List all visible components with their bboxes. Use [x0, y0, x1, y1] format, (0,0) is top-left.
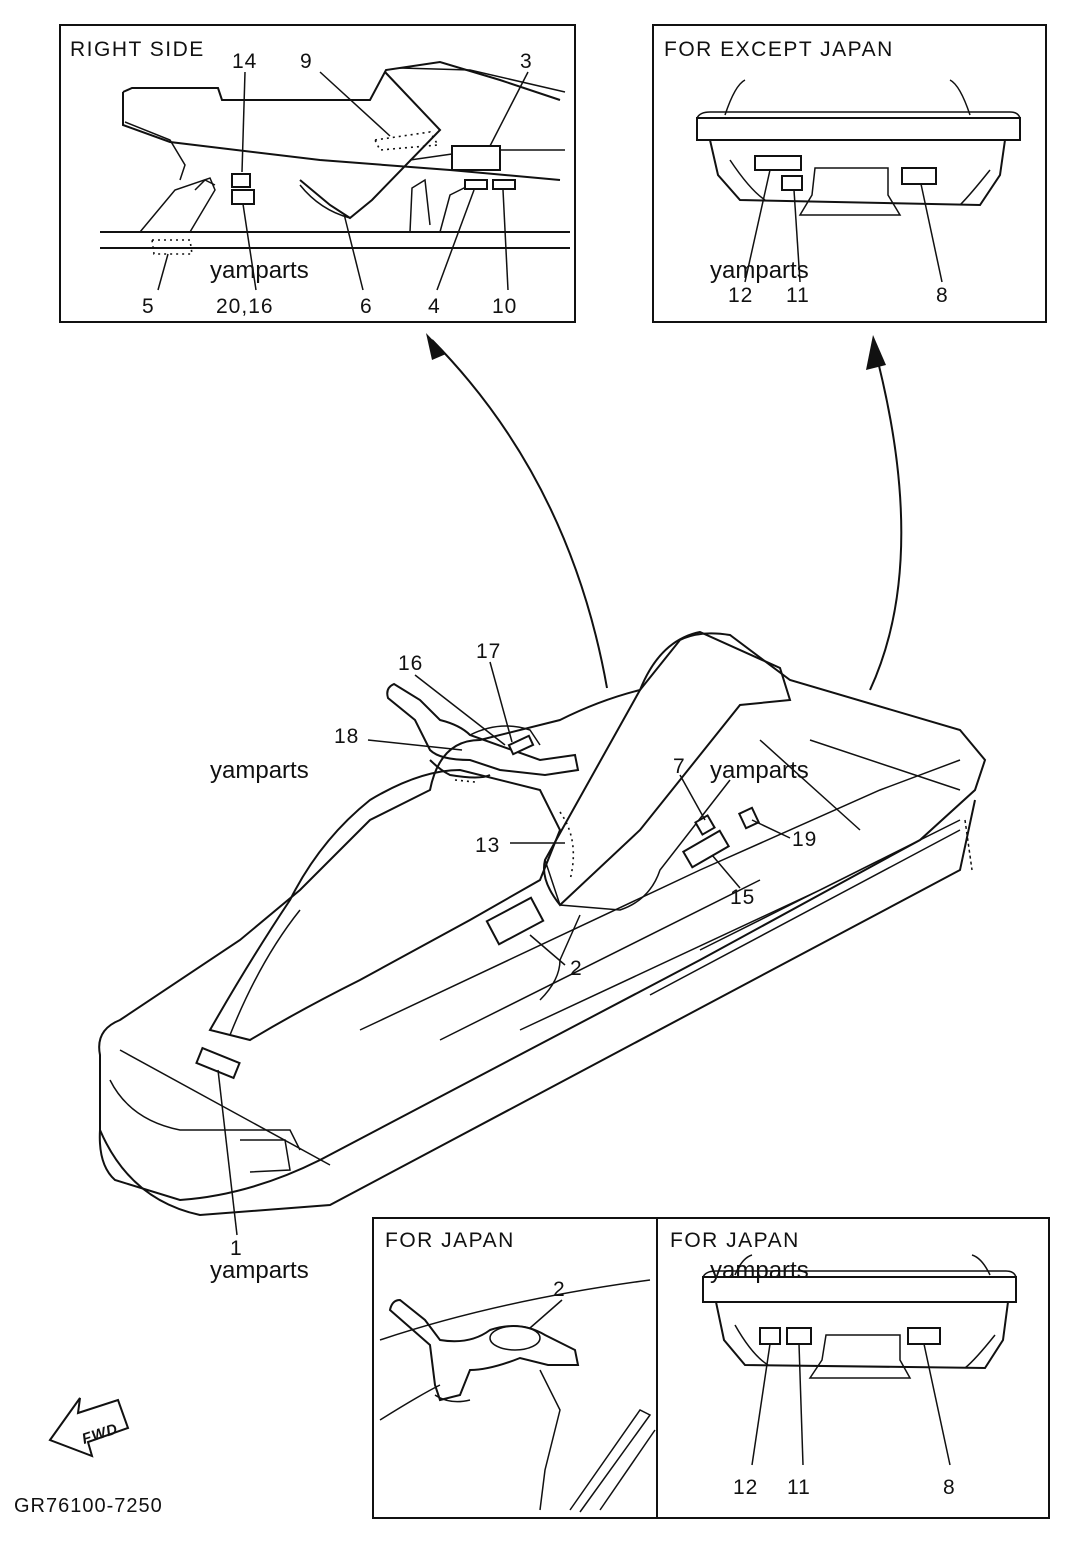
callout-8-except: 8 — [936, 284, 949, 307]
callout-18-main: 18 — [334, 725, 359, 748]
callout-11-except: 11 — [786, 284, 810, 307]
callout-10: 10 — [492, 295, 517, 318]
callout-12-except: 12 — [728, 284, 753, 307]
callout-9: 9 — [300, 50, 313, 73]
arrowhead-left — [426, 333, 446, 360]
callout-1-main: 1 — [230, 1237, 243, 1260]
fwd-label: FWD — [80, 1420, 121, 1448]
watermark: yamparts — [210, 757, 309, 784]
callout-19-main: 19 — [792, 828, 817, 851]
japan-right-panel: FOR JAPAN 12 11 8 yamparts — [656, 1217, 1050, 1519]
main-callouts: 16 17 18 7 13 19 15 2 1 yamparts yampart… — [210, 640, 817, 1284]
except-japan-panel: FOR EXCEPT JAPAN 12 11 8 yamparts — [652, 24, 1047, 323]
callout-8-japan: 8 — [943, 1476, 956, 1499]
watermark: yamparts — [710, 757, 809, 784]
callout-12-japan: 12 — [733, 1476, 758, 1499]
callout-17-main: 17 — [476, 640, 501, 663]
callout-11-japan: 11 — [787, 1476, 811, 1499]
arrow-to-right-side — [431, 339, 608, 689]
japan-right-title: FOR JAPAN — [670, 1229, 800, 1252]
callout-2-japan: 2 — [553, 1278, 566, 1301]
right-side-panel: RIGHT SIDE 14 9 3 5 20,16 — [59, 24, 576, 323]
arrow-to-except-japan — [869, 349, 903, 691]
callout-15-main: 15 — [730, 886, 755, 909]
callout-3: 3 — [520, 50, 533, 73]
watermark: yamparts — [210, 1257, 309, 1284]
fwd-arrow: FWD — [48, 1397, 130, 1458]
callout-5: 5 — [142, 295, 155, 318]
except-japan-title: FOR EXCEPT JAPAN — [664, 38, 894, 61]
callout-7-main: 7 — [673, 755, 686, 778]
arrowhead-right — [866, 335, 886, 370]
right-side-title: RIGHT SIDE — [70, 38, 205, 61]
watercraft-main — [98, 630, 987, 1217]
callout-20-16: 20,16 — [216, 295, 274, 318]
callout-4: 4 — [428, 295, 441, 318]
watermark: yamparts — [210, 257, 309, 284]
callout-6: 6 — [360, 295, 373, 318]
callout-13-main: 13 — [475, 834, 500, 857]
watermark: yamparts — [710, 1257, 809, 1284]
callout-14: 14 — [232, 50, 257, 73]
diagram-code: GR76100-7250 — [14, 1495, 163, 1517]
callout-2-main: 2 — [570, 957, 583, 980]
japan-left-panel: FOR JAPAN 2 — [372, 1217, 658, 1519]
japan-left-title: FOR JAPAN — [385, 1229, 515, 1252]
callout-16-main: 16 — [398, 652, 423, 675]
watermark: yamparts — [710, 257, 809, 284]
